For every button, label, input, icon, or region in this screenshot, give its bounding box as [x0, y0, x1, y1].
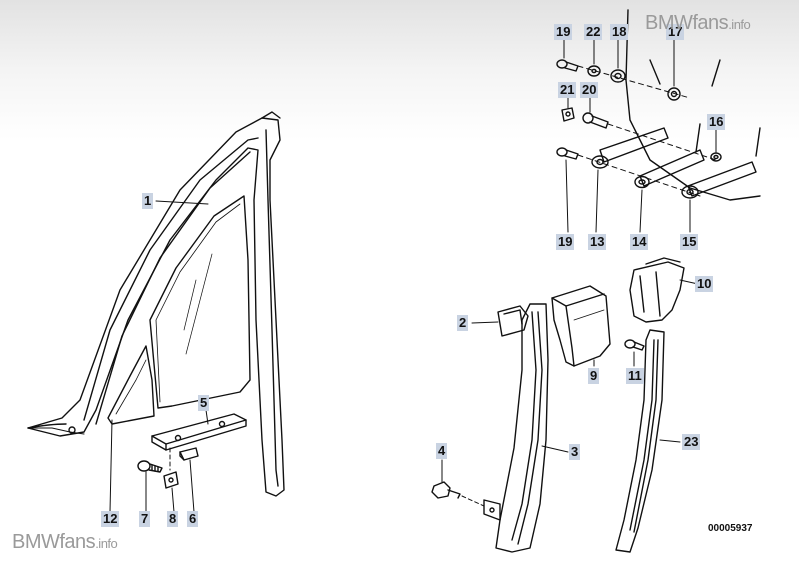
bracket-part-10 — [629, 257, 685, 323]
part-label-13: 13 — [588, 234, 607, 250]
bolt-part-4 — [431, 481, 485, 507]
watermark-suffix: .info — [95, 536, 118, 551]
part-label-19-top: 19 — [554, 24, 573, 40]
washer-part-22 — [587, 65, 601, 77]
clip-part-6 — [179, 447, 199, 461]
part-label-16: 16 — [707, 114, 726, 130]
screw-part-11 — [624, 339, 645, 351]
diagram-code: 00005937 — [708, 523, 753, 534]
part-label-18: 18 — [610, 24, 629, 40]
part-label-10: 10 — [695, 276, 714, 292]
part-label-20: 20 — [580, 82, 599, 98]
spacer-part-18 — [610, 69, 626, 83]
part-label-9: 9 — [588, 368, 600, 384]
nut-part-21 — [561, 107, 575, 122]
part-label-15: 15 — [680, 234, 699, 250]
screw-part-7 — [137, 460, 163, 473]
part-label-6: 6 — [187, 511, 199, 527]
watermark-brand: BMWfans — [12, 531, 96, 553]
part-label-23: 23 — [682, 434, 701, 450]
part-label-22: 22 — [584, 24, 603, 40]
watermark-suffix: .info — [728, 17, 751, 32]
part-label-3: 3 — [569, 444, 581, 460]
watermark-bottom: BMWfans.info — [12, 531, 118, 554]
screw-part-20 — [582, 112, 609, 129]
nut-part-8 — [163, 471, 179, 489]
cover-part-9 — [551, 285, 611, 367]
clip-part-2 — [497, 305, 529, 337]
part-label-11: 11 — [626, 368, 644, 384]
part-label-4: 4 — [436, 443, 448, 459]
bolt-part-19-bottom — [556, 147, 579, 160]
nut-part-17 — [667, 87, 681, 101]
part-label-2: 2 — [457, 315, 469, 331]
part-label-19-bottom: 19 — [556, 234, 575, 250]
part-label-5: 5 — [198, 395, 210, 411]
bracket-part — [151, 413, 247, 451]
watermark-brand: BMWfans — [645, 12, 729, 34]
leader-lines — [109, 39, 717, 513]
part-label-21: 21 — [558, 82, 577, 98]
bolt-part-19-top — [556, 59, 579, 72]
part-label-1: 1 — [142, 193, 154, 209]
part-label-17: 17 — [666, 24, 685, 40]
part-label-14: 14 — [630, 234, 649, 250]
part-label-8: 8 — [167, 511, 179, 527]
watermark-top: BMWfans.info — [645, 12, 751, 35]
nut-part-16 — [710, 152, 722, 162]
guide-rail-part-23 — [615, 329, 665, 553]
part-label-7: 7 — [139, 511, 151, 527]
window-frame-part — [27, 111, 285, 497]
part-label-12: 12 — [101, 511, 120, 527]
guide-rail-part-3 — [483, 303, 549, 553]
